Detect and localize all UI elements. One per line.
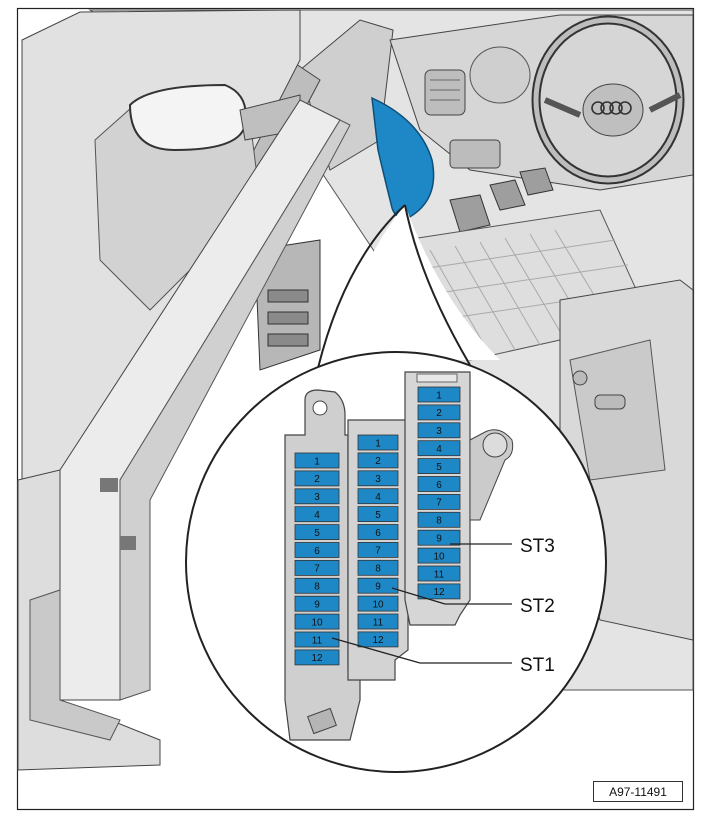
fuse-slot-st1-3 <box>294 488 340 505</box>
fuse-slot-label: 8 <box>375 564 381 575</box>
fuse-slot-label: 4 <box>436 444 442 455</box>
pedals <box>449 167 554 233</box>
callouts <box>331 543 512 664</box>
vehicle-interior-illustration <box>17 9 694 771</box>
fuse-slot-st3-11 <box>417 565 461 582</box>
fuse-slot-label: 7 <box>436 498 442 509</box>
fuse-slot-label: 10 <box>433 551 445 562</box>
fuse-slot-st1-6 <box>294 542 340 558</box>
fuse-slot-st3-12 <box>417 583 461 600</box>
fuse-slot-st2-7 <box>357 542 399 558</box>
fuse-slot-label: 2 <box>436 408 442 419</box>
fuse-slot-st2-2 <box>357 452 399 469</box>
fuse-slot-label: 3 <box>314 492 320 503</box>
fuse-slot-label: 9 <box>314 600 320 611</box>
fuse-slot-st1-7 <box>294 560 340 576</box>
fuse-slot-label: 1 <box>375 438 381 449</box>
fuse-slot-label: 2 <box>375 456 381 467</box>
callout-line-st2-a <box>391 587 446 605</box>
fuse-slot-st1-8 <box>294 577 340 594</box>
fuse-slot-st3-6 <box>417 476 461 492</box>
label-st1: ST1 <box>520 655 555 676</box>
fuse-slot-st3-7 <box>417 493 461 510</box>
fuse-slot-st1-4 <box>294 506 340 523</box>
fuse-slot-st2-11 <box>357 613 399 630</box>
fuse-slot-st2-6 <box>357 524 399 540</box>
fuse-slot-st3-4 <box>417 440 461 457</box>
fuse-slot-label: 3 <box>375 474 381 485</box>
fuse-slot-st3-3 <box>417 422 461 439</box>
fuse-slot-st1-1 <box>294 452 340 469</box>
fuse-slot-label: 1 <box>436 390 442 401</box>
fuse-slot-label: 7 <box>375 546 381 557</box>
fuse-holder-assembly: 1234567891011121234567891011121234567891… <box>284 371 514 741</box>
fuse-slot-st2-9 <box>357 577 399 594</box>
fuse-slot-st2-12 <box>357 631 399 648</box>
fuse-slot-label: 5 <box>375 510 381 521</box>
fuse-slot-st3-1 <box>417 386 461 403</box>
fuse-slot-st2-8 <box>357 559 399 576</box>
fuse-slot-label: 11 <box>434 569 445 580</box>
fuse-slot-st2-4 <box>357 488 399 505</box>
fuse-slot-label: 11 <box>373 617 384 628</box>
fuse-slot-st1-10 <box>294 613 340 630</box>
fuse-slot-label: 10 <box>311 617 323 628</box>
fuse-slot-label: 12 <box>311 653 323 664</box>
fuse-slot-st2-10 <box>357 595 399 612</box>
fuse-slot-st2-1 <box>357 434 399 451</box>
fuse-slot-label: 10 <box>372 599 384 610</box>
fuse-slot-label: 9 <box>436 534 442 545</box>
callout-line-st1-a <box>331 637 421 664</box>
fuse-slot-label: 6 <box>375 528 381 539</box>
fuse-slot-st1-5 <box>294 524 340 540</box>
fuse-slot-label: 12 <box>372 635 384 646</box>
brand-rings-icon <box>591 101 632 115</box>
fuse-slot-st1-9 <box>294 595 340 612</box>
fuse-slot-label: 3 <box>436 426 442 437</box>
fuse-slot-label: 8 <box>314 582 320 593</box>
label-st2: ST2 <box>520 596 555 617</box>
fuse-slot-st3-5 <box>417 458 461 475</box>
fuse-slot-label: 4 <box>314 510 320 521</box>
fuse-slot-st3-9 <box>417 529 461 546</box>
fuse-slot-label: 8 <box>436 516 442 527</box>
fuse-slot-label: 2 <box>314 474 320 485</box>
fuse-slot-st3-2 <box>417 404 461 421</box>
fuse-slot-label: 6 <box>314 546 320 557</box>
fuse-slot-st3-8 <box>417 511 461 528</box>
fuse-slot-label: 5 <box>314 528 320 539</box>
fuse-slot-label: 7 <box>314 564 320 575</box>
fuse-slot-label: 5 <box>436 462 442 473</box>
figure-reference: A97-11491 <box>593 781 683 802</box>
fuse-slot-label: 9 <box>375 582 381 593</box>
fuse-slot-label: 6 <box>436 480 442 491</box>
fuse-slot-st1-12 <box>294 649 340 666</box>
label-st3: ST3 <box>520 536 555 557</box>
fuse-slot-st1-2 <box>294 470 340 487</box>
fuse-slot-st3-10 <box>417 547 461 564</box>
fuse-slot-st2-5 <box>357 506 399 523</box>
fuse-slot-label: 4 <box>375 492 381 503</box>
fuse-slot-label: 11 <box>312 635 323 646</box>
fuse-slot-label: 12 <box>433 587 445 598</box>
fuse-slot-label: 1 <box>314 456 320 467</box>
fuse-slot-st2-3 <box>357 470 399 487</box>
